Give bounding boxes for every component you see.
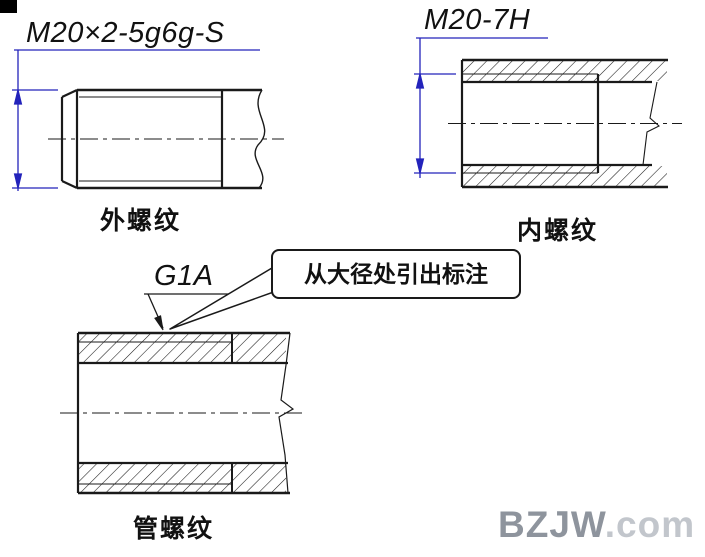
corner-marker (0, 0, 17, 13)
callout-bubble (271, 249, 521, 299)
dimension-arrow-up (13, 89, 23, 105)
callout: 从大径处引出标注 (169, 249, 521, 330)
dimension-arrow-down (13, 173, 23, 189)
internal-dimension-lines (414, 37, 548, 178)
break-line (642, 81, 660, 166)
dimension-arrow-down (415, 158, 425, 174)
hatch-band (79, 464, 286, 492)
internal-thread-label: M20-7H (424, 4, 531, 36)
watermark-logo: BZJW.com (498, 504, 695, 546)
break-line (254, 89, 266, 189)
dimension-arrow-up (415, 73, 425, 89)
internal-thread-caption: 内螺纹 (517, 217, 599, 245)
watermark-suffix: .com (604, 504, 696, 545)
pipe-leader-line (144, 293, 242, 331)
hatch-band (463, 61, 667, 81)
break-line (278, 332, 295, 494)
pipe-thread-label: G1A (154, 260, 214, 292)
external-body-outline (60, 88, 266, 190)
hatch-band (79, 334, 286, 362)
hatch-band (463, 166, 667, 186)
external-thread-caption: 外螺纹 (100, 207, 182, 235)
callout-text: 从大径处引出标注 (304, 261, 488, 287)
external-dimension-lines (12, 49, 260, 191)
internal-thread-drawing (414, 37, 682, 189)
pipe-thread-caption: 管螺纹 (133, 515, 215, 543)
watermark-brand: BZJW (498, 504, 605, 545)
pipe-thread-drawing (60, 293, 306, 495)
external-thread-label: M20×2-5g6g-S (26, 17, 225, 49)
leader-arrow (154, 315, 164, 331)
internal-body-outline (460, 58, 668, 189)
external-thread-drawing (12, 49, 284, 191)
